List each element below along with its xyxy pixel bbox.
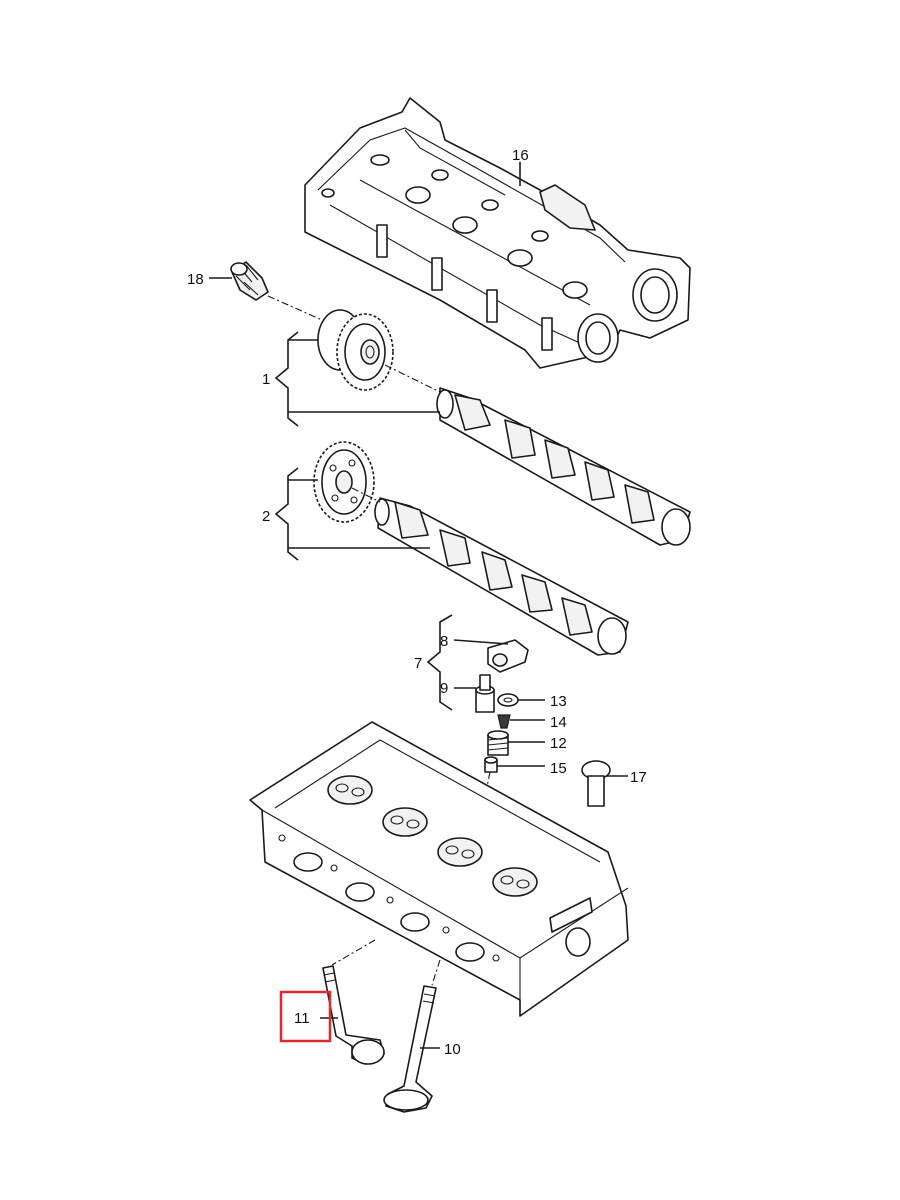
label-10: 10 bbox=[444, 1041, 461, 1058]
label-15: 15 bbox=[550, 760, 567, 777]
hydraulic-lifter-9[interactable] bbox=[475, 674, 495, 713]
label-7: 7 bbox=[414, 655, 422, 672]
camshaft-1[interactable] bbox=[436, 387, 691, 546]
roller-rocker-arm-8[interactable] bbox=[487, 639, 529, 673]
valve-stem-seal-15[interactable] bbox=[484, 756, 498, 773]
label-8: 8 bbox=[440, 633, 448, 650]
valve-spring-12[interactable] bbox=[487, 730, 509, 756]
label-14: 14 bbox=[550, 714, 567, 731]
label-13: 13 bbox=[550, 693, 567, 710]
label-11: 11 bbox=[294, 1010, 310, 1027]
valve-cotter-14[interactable] bbox=[497, 714, 511, 729]
label-9: 9 bbox=[440, 680, 448, 697]
valve-spring-cap-13[interactable] bbox=[497, 693, 519, 707]
highlight-box-11 bbox=[279, 990, 332, 1043]
camshaft-2[interactable] bbox=[374, 497, 629, 656]
label-2: 2 bbox=[262, 508, 270, 525]
camshaft-adjuster-sprocket-1[interactable] bbox=[317, 309, 394, 391]
label-17: 17 bbox=[630, 769, 647, 786]
label-1: 1 bbox=[262, 371, 270, 388]
label-12: 12 bbox=[550, 735, 567, 752]
label-18: 18 bbox=[187, 271, 204, 288]
cylinder-head[interactable] bbox=[249, 721, 629, 1017]
camshaft-sprocket-2[interactable] bbox=[313, 441, 375, 523]
valve-11[interactable] bbox=[322, 965, 385, 1065]
bolt-18[interactable] bbox=[230, 261, 269, 301]
label-16: 16 bbox=[512, 147, 529, 164]
cylinder-head-cover[interactable] bbox=[304, 97, 691, 369]
bolt-17[interactable] bbox=[581, 760, 611, 807]
valve-10[interactable] bbox=[383, 985, 437, 1113]
